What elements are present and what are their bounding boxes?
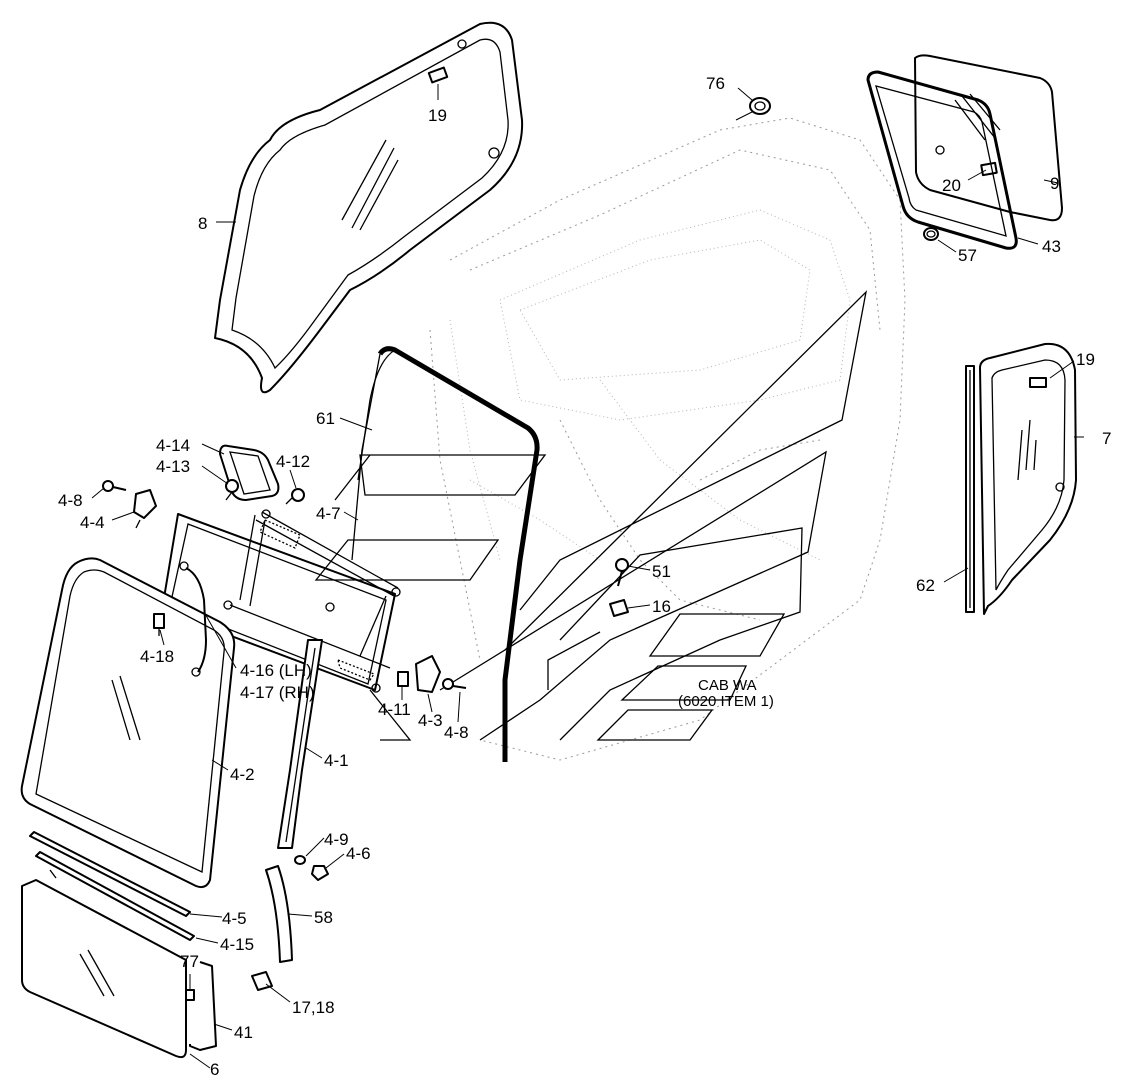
part-9-side-window [914, 54, 1063, 222]
callout-4-5: 4-5 [222, 909, 247, 928]
part-51-bolt [615, 558, 629, 587]
callout-cab-wa: CAB WA [698, 677, 757, 694]
part-58-strip [265, 865, 293, 963]
callout-4-17: 4-17 (RH) [240, 683, 315, 702]
part-4-1-door-post [277, 639, 323, 849]
callout-4-2: 4-2 [230, 765, 255, 784]
part-17-18-block [251, 971, 273, 991]
callout-7: 7 [1102, 429, 1111, 448]
part-16-clip [609, 599, 629, 617]
part-61-door-seal [351, 346, 540, 762]
callout-16: 16 [652, 597, 671, 616]
callout-4-13: 4-13 [156, 457, 190, 476]
callout-41: 41 [234, 1023, 253, 1042]
callout-4-8-left: 4-8 [58, 491, 83, 510]
callout-9: 9 [1050, 174, 1059, 193]
callout-19-right: 19 [1076, 350, 1095, 369]
part-4-8-left-bolt [102, 480, 127, 492]
callout-6: 6 [210, 1060, 219, 1079]
cab-ghost-outline [429, 117, 906, 761]
callout-4-1: 4-1 [324, 751, 349, 770]
callout-57: 57 [958, 246, 977, 265]
callout-77: 77 [180, 952, 199, 971]
part-4-2-door-glass [20, 557, 236, 889]
callout-4-12: 4-12 [276, 452, 310, 471]
part-41-seal [189, 961, 217, 1051]
callout-4-18: 4-18 [140, 647, 174, 666]
part-7-side-window [979, 342, 1077, 615]
part-4-15-strip [35, 851, 195, 941]
callout-76: 76 [706, 74, 725, 93]
part-4-13-bolt [225, 479, 239, 501]
part-4-11-pin [397, 671, 409, 687]
callout-4-4: 4-4 [80, 513, 105, 532]
callout-58: 58 [314, 908, 333, 927]
callout-8: 8 [198, 214, 207, 233]
callout-4-6: 4-6 [346, 844, 371, 863]
part-6-lower-glass [21, 869, 187, 1059]
part-4-12-bolt [285, 488, 305, 505]
callout-6020-item-1: (6020 ITEM 1) [678, 693, 774, 710]
part-77-block [185, 989, 195, 1001]
part-4-5-strip [29, 831, 191, 917]
callout-61: 61 [316, 409, 335, 428]
part-4-8-mid-bolt [442, 678, 467, 690]
leader-lines [91, 84, 1084, 1069]
part-8-large-window [214, 21, 524, 394]
callout-4-15: 4-15 [220, 935, 254, 954]
callout-62: 62 [916, 576, 935, 595]
part-4-9-washer [294, 855, 306, 865]
part-76-grommet [749, 97, 771, 115]
part-4-18-bolt [153, 613, 165, 636]
callout-4-9: 4-9 [324, 830, 349, 849]
callout-51: 51 [652, 562, 671, 581]
callout-4-11: 4-11 [378, 700, 411, 719]
part-57-oring [923, 227, 939, 241]
door-frame-assembly [161, 509, 401, 693]
callout-17-18: 17,18 [292, 998, 335, 1017]
callout-20: 20 [942, 176, 961, 195]
callout-4-3: 4-3 [418, 711, 443, 730]
part-4-6-nut [311, 865, 329, 881]
part-4-3-hinge [415, 655, 441, 693]
part-4-16-strut [179, 561, 207, 677]
callout-4-8-mid: 4-8 [444, 723, 469, 742]
callout-4-14: 4-14 [156, 436, 190, 455]
callout-4-7: 4-7 [316, 504, 341, 523]
part-4-4-hinge [133, 489, 157, 529]
callout-19-top: 19 [428, 106, 447, 125]
part-43-seal [866, 70, 1018, 250]
cab-assembly-arrows [314, 290, 868, 741]
part-62-seal-strip [965, 365, 975, 613]
callout-labels: 19 8 76 20 9 43 57 19 7 62 61 4-14 4-13 … [58, 74, 1111, 1079]
callout-4-16: 4-16 (LH) [240, 661, 312, 680]
callout-43: 43 [1042, 237, 1061, 256]
